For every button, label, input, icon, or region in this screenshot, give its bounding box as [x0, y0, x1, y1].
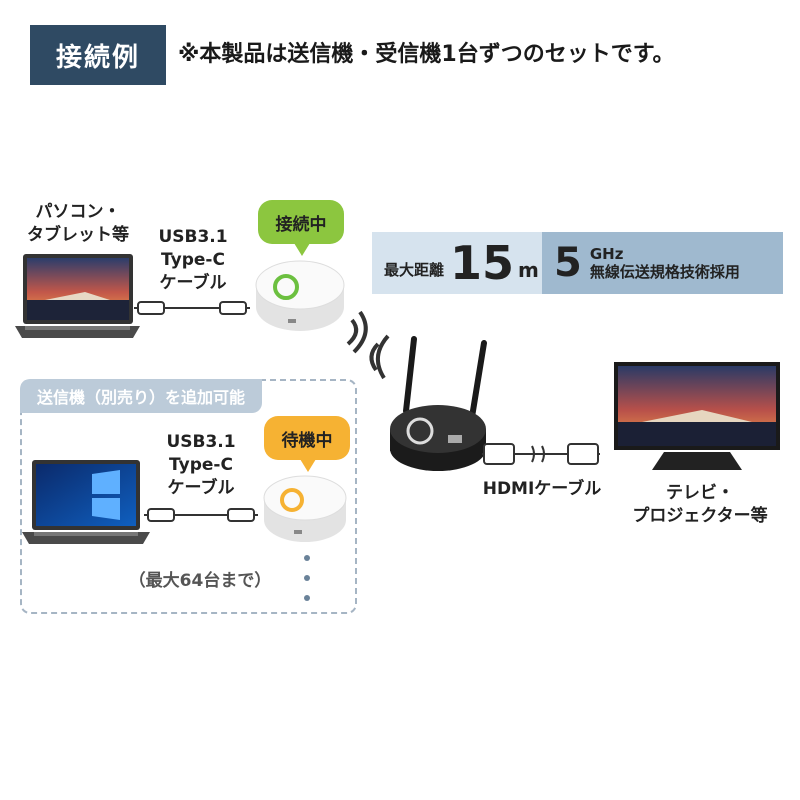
source-device-label: パソコン・ タブレット等: [27, 202, 129, 245]
status-ring-icon: [406, 417, 434, 445]
display-device-label: テレビ・ プロジェクター等: [632, 483, 768, 526]
wireless-signal-icon: [346, 310, 390, 380]
spec-banner: 最大距離 15 m 5 GHz 無線伝送規格技術採用: [372, 232, 783, 294]
status-led-green-icon: [273, 274, 299, 300]
laptop-icon: [15, 254, 140, 338]
more-devices-dots-icon: [304, 555, 310, 601]
status-standby-bubble: 待機中: [264, 416, 350, 472]
transmitter-connected: [255, 260, 345, 331]
section-title: 接続例: [30, 25, 166, 85]
receiver: [390, 336, 487, 471]
hdmi-cable-label: HDMIケーブル: [482, 479, 602, 499]
max-transmitters-note: （最大64台まで）: [128, 571, 272, 591]
optional-group-tag: 送信機（別売り）を追加可能: [20, 379, 262, 413]
set-note: ※本製品は送信機・受信機1台ずつのセットです。: [178, 42, 675, 67]
status-led-orange-icon: [280, 488, 304, 512]
distance-spec: 最大距離 15 m: [384, 236, 539, 290]
transmitter-standby: [263, 475, 347, 542]
usb-c-cable-icon: [134, 301, 250, 315]
hdmi-cable-icon: [482, 443, 600, 465]
optional-usb-c-cable-label: USB3.1 Type-C ケーブル: [166, 432, 236, 498]
status-connected-bubble: 接続中: [258, 200, 344, 256]
optional-usb-c-cable-icon: [144, 508, 258, 522]
usb-c-cable-label: USB3.1 Type-C ケーブル: [158, 227, 228, 293]
tv-icon: [614, 362, 780, 470]
band-spec: 5 GHz 無線伝送規格技術採用: [542, 232, 783, 294]
windows-laptop-icon: [22, 460, 150, 544]
